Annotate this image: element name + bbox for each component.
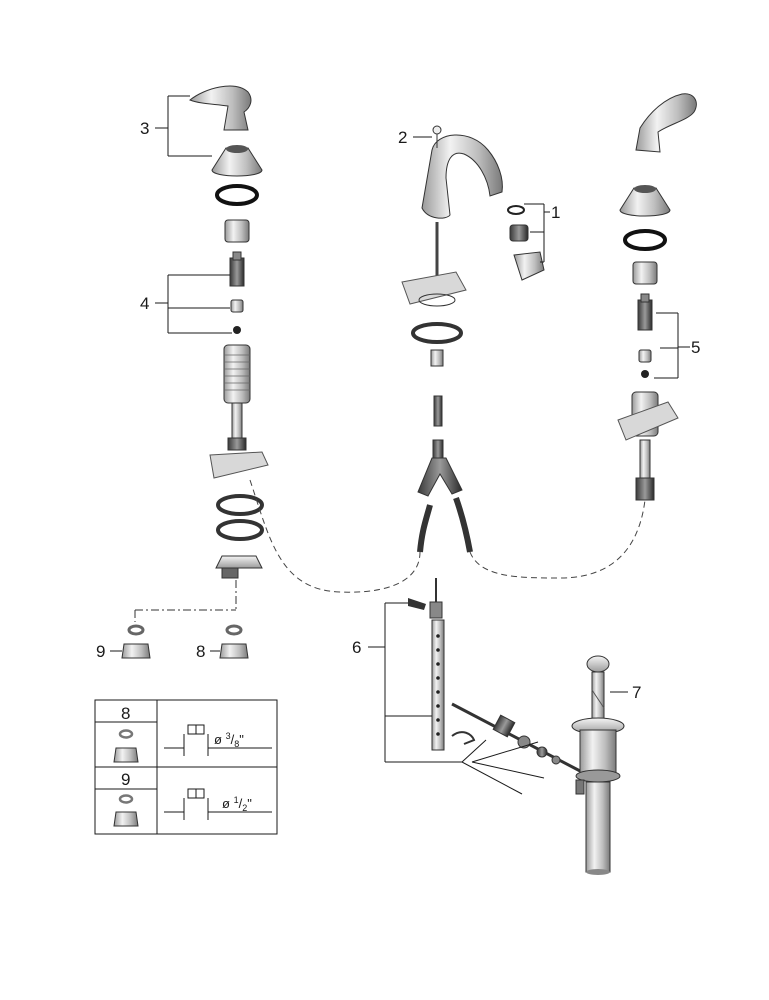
- left-lever-handle: [189, 85, 252, 131]
- callout-4: 4: [140, 274, 232, 334]
- fitting-9: 9: [96, 624, 151, 661]
- callout-3: 3: [140, 95, 212, 157]
- fitting-leader-lines: [134, 580, 237, 622]
- hose-routing-lines: [249, 479, 646, 593]
- callout-label-4: 4: [140, 294, 149, 313]
- clevis-strap: [431, 619, 445, 751]
- callout-label-8: 8: [196, 642, 205, 661]
- callout-label-9: 9: [96, 642, 105, 661]
- right-o-ring: [623, 229, 667, 251]
- fitting-8: 8: [196, 624, 249, 661]
- aerator-o-ring: [507, 205, 525, 215]
- right-deck-plate: [617, 401, 679, 441]
- left-o-ring: [215, 184, 259, 206]
- callout-6: 6: [352, 602, 545, 795]
- drain-tailpiece: [585, 781, 611, 873]
- right-nut: [632, 261, 658, 285]
- spring-clip: [451, 731, 476, 745]
- left-deck-plate: [209, 451, 269, 479]
- spout-y-connector: [417, 457, 463, 497]
- fitting-size-table: 8 ø 3/8" 9 ø 1/2": [94, 699, 278, 835]
- spout-assembly: [401, 125, 545, 553]
- spout: [421, 134, 503, 219]
- right-lever-handle: [635, 93, 697, 153]
- callout-2: 2: [398, 128, 432, 147]
- callout-label-5: 5: [691, 338, 700, 357]
- left-valve-body: [223, 344, 251, 404]
- pivot-rod: [451, 702, 583, 774]
- left-cartridge: [229, 257, 245, 287]
- right-cartridge: [637, 299, 653, 331]
- left-valve-assembly: [189, 85, 269, 579]
- callout-label-3: 3: [140, 119, 149, 138]
- table-row-8-dimension: ø 3/8": [214, 731, 244, 749]
- callout-7: 7: [610, 683, 641, 702]
- callout-5: 5: [654, 312, 700, 379]
- right-escutcheon: [619, 187, 671, 217]
- spout-hose-right: [453, 497, 473, 553]
- compression-nut-8: [219, 643, 249, 659]
- table-row-9-number: 9: [121, 770, 130, 789]
- spout-washer: [411, 322, 463, 344]
- left-escutcheon: [211, 147, 263, 177]
- left-nut: [224, 219, 250, 243]
- right-valve-assembly: [617, 93, 697, 501]
- left-mounting-nut: [215, 555, 263, 569]
- drain-stopper-stem: [591, 671, 605, 723]
- callout-label-1: 1: [551, 203, 560, 222]
- left-washer-2: [216, 519, 264, 541]
- compression-nut-9: [121, 643, 151, 659]
- drain-stopper-cap: [586, 655, 610, 673]
- spout-hose-left: [417, 504, 433, 553]
- aerator-housing: [513, 251, 545, 281]
- lift-rod-knob: [432, 125, 442, 135]
- callout-label-2: 2: [398, 128, 407, 147]
- spout-deck-plate: [401, 271, 467, 305]
- table-row-9-dimension: ø 1/2": [222, 795, 252, 813]
- drain-assembly: [571, 655, 625, 875]
- callout-label-7: 7: [632, 683, 641, 702]
- lift-rod-assembly: [408, 578, 583, 774]
- table-row-8-number: 8: [121, 704, 130, 723]
- callout-1: 1: [524, 203, 560, 263]
- aerator-insert: [509, 224, 529, 242]
- callout-label-6: 6: [352, 638, 361, 657]
- lift-rod-screw: [408, 598, 426, 610]
- left-washer-1: [216, 494, 264, 516]
